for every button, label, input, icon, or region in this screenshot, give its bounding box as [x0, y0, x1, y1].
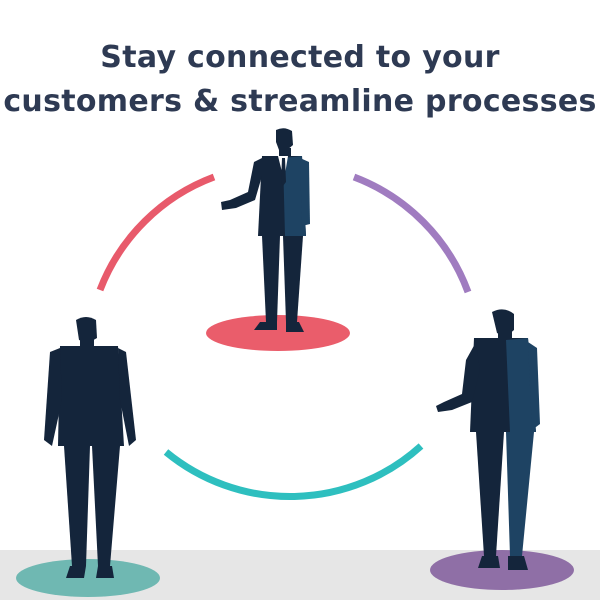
headline-line-2: customers & streamline processes: [3, 84, 597, 119]
disc-teal: [16, 559, 160, 597]
arc-teal: [163, 443, 424, 500]
businessman-top: [221, 128, 310, 332]
disc-red: [206, 315, 350, 351]
arc-purple: [352, 173, 472, 294]
disc-purple: [430, 550, 574, 590]
arc-red: [96, 173, 216, 292]
businessman-left: [44, 317, 136, 578]
businessman-right: [436, 309, 540, 570]
headline-line-1: Stay connected to your: [100, 40, 500, 75]
headline: Stay connected to your customers & strea…: [0, 36, 600, 124]
